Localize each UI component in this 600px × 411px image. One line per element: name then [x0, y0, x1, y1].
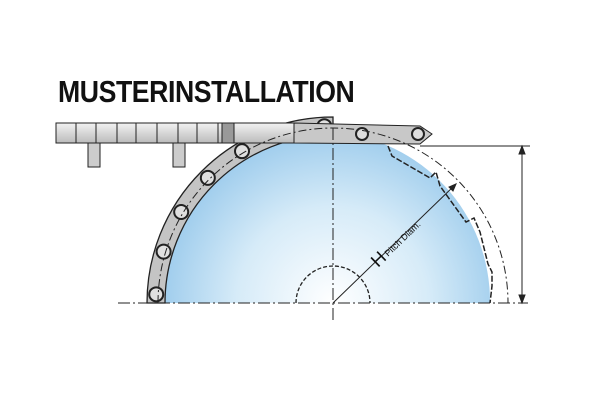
chain-pin	[173, 204, 190, 221]
diagram-title: MUSTERINSTALLATION	[58, 74, 355, 109]
straight-chain	[55, 122, 433, 168]
center-lines	[118, 127, 528, 320]
sprocket-body	[158, 128, 491, 303]
chain-pin	[148, 286, 165, 303]
chain-pin	[155, 243, 172, 260]
chain-pin	[199, 169, 216, 186]
chain-pin	[234, 143, 251, 160]
dimension-lines	[332, 144, 530, 305]
